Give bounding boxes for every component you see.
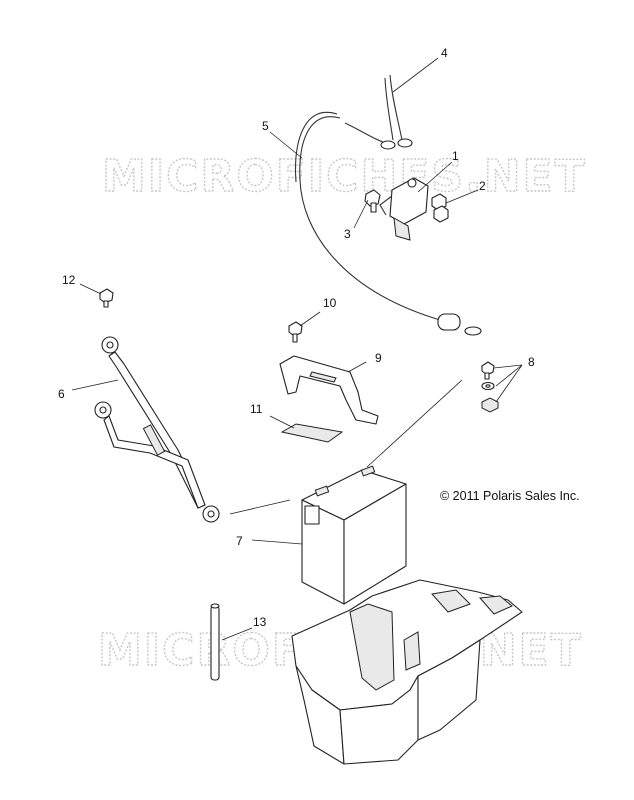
callout-9: 9 bbox=[375, 351, 382, 365]
leader-lines bbox=[71, 57, 523, 641]
strap-cable-part bbox=[94, 336, 220, 523]
nut-part bbox=[431, 193, 449, 223]
callout-10: 10 bbox=[323, 296, 337, 310]
battery-part bbox=[301, 465, 407, 605]
bolt-part-10 bbox=[288, 321, 303, 343]
callout-3: 3 bbox=[344, 227, 351, 241]
bolt-part-12 bbox=[99, 288, 114, 308]
callout-1: 1 bbox=[452, 149, 459, 163]
rod-part bbox=[210, 603, 220, 681]
watermark-top: MICROFICHES.NET bbox=[102, 151, 587, 202]
callout-8: 8 bbox=[528, 355, 535, 369]
callout-4: 4 bbox=[441, 46, 448, 60]
callout-5: 5 bbox=[262, 119, 269, 133]
battery-cable-assembly bbox=[295, 74, 482, 336]
callout-11: 11 bbox=[250, 402, 263, 416]
callout-7: 7 bbox=[236, 534, 243, 548]
solenoid-part bbox=[379, 177, 429, 241]
callout-2: 2 bbox=[479, 179, 486, 193]
copyright-notice: © 2011 Polaris Sales Inc. bbox=[440, 489, 580, 503]
hold-down-bracket bbox=[279, 355, 379, 425]
bolt-part-3 bbox=[364, 189, 381, 213]
callout-6: 6 bbox=[58, 387, 65, 401]
hardware-set-8 bbox=[481, 361, 499, 413]
callout-12: 12 bbox=[62, 273, 76, 287]
callouts: 1 2 3 4 5 6 7 8 9 10 11 12 13 bbox=[58, 46, 535, 629]
callout-13: 13 bbox=[253, 615, 267, 629]
battery-box bbox=[291, 579, 523, 765]
